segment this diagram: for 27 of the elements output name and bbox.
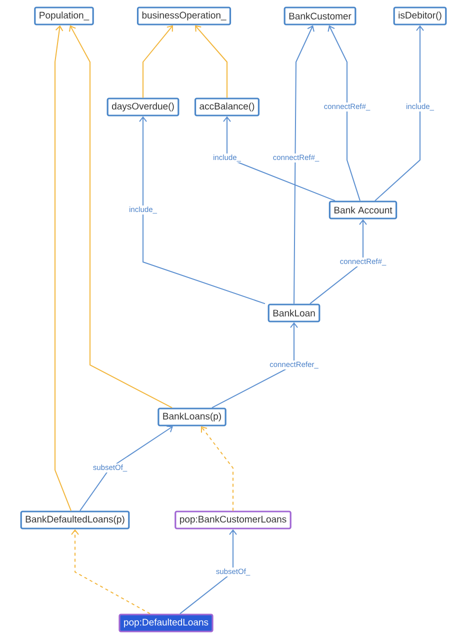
arrow — [80, 426, 173, 512]
arrow — [71, 529, 150, 614]
class-box: BankCustomer — [284, 6, 356, 26]
class-box: BankDefaultedLoans(p) — [20, 510, 130, 530]
class-box: pop:DefaultedLoans — [118, 614, 214, 632]
arrow — [200, 426, 234, 512]
arrow — [54, 25, 72, 512]
arrow — [328, 25, 360, 202]
arrow — [212, 322, 298, 408]
class-box: BankLoan — [268, 304, 320, 322]
class-box: businessOperation_ — [136, 6, 232, 26]
class-box: pop:BankCustomerLoans — [174, 510, 292, 530]
arrow — [139, 116, 266, 304]
class-box: accBalance() — [194, 98, 260, 116]
arrow — [180, 529, 237, 614]
arrow — [223, 116, 336, 202]
arrow — [294, 25, 314, 304]
arrow — [68, 25, 172, 408]
class-box: Population_ — [34, 6, 94, 26]
class-box: BankLoans(p) — [158, 408, 226, 426]
arrow — [142, 25, 173, 98]
arrow — [310, 219, 367, 304]
class-box: isDebitor() — [393, 6, 447, 26]
class-box: Bank Account — [328, 200, 398, 220]
arrow — [195, 25, 228, 98]
arrow — [374, 25, 424, 202]
class-box: daysOverdue() — [106, 98, 180, 116]
